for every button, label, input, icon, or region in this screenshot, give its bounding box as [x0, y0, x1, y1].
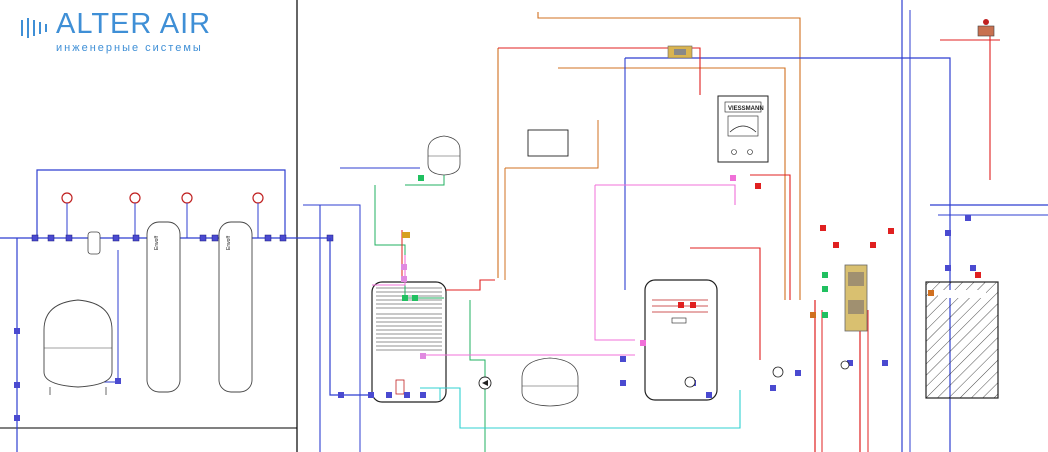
boiler-brand-label: VIESSMANN: [728, 106, 764, 112]
top-pump-group: [667, 45, 693, 59]
water-treatment-section: Erwoff Erwoff: [0, 169, 334, 452]
circulation-pump-3: [772, 366, 784, 378]
heating-return-pipe: [374, 185, 444, 299]
pressure-tank: [43, 299, 113, 395]
expansion-tank-pipe: [16, 330, 20, 421]
indirect-water-heater-2: [644, 279, 718, 401]
top-right-unit: [977, 19, 995, 37]
control-unit: [527, 129, 569, 157]
cold-water-riser: [329, 238, 380, 396]
heat-accumulator: [925, 281, 999, 399]
hot-return-loop-1: [537, 12, 801, 300]
recirculation-pipe: [372, 255, 406, 286]
company-logo: ALTER AIR инженерные системы: [16, 8, 216, 58]
company-tagline: инженерные системы: [56, 42, 203, 54]
boiler-tank-section: [303, 135, 741, 452]
filter-tank-2: [218, 221, 253, 393]
company-name: ALTER AIR: [56, 8, 212, 40]
snowflake-logo-icon: [21, 18, 47, 38]
heater-1-element: [395, 379, 405, 395]
expansion-tank-top: [427, 135, 461, 176]
hot-water-out: [446, 279, 495, 291]
gas-boiler: VIESSMANN: [717, 95, 769, 163]
circulation-pump-2: [684, 376, 696, 388]
heater-1-hatching: [376, 287, 442, 351]
air-separator: [840, 360, 850, 370]
heating-manifold: [844, 264, 868, 332]
filter-tank-2-label: Erwoff: [226, 235, 232, 250]
supply-to-tank: [303, 204, 361, 452]
pressure-gauge-1: [61, 192, 264, 204]
drain-pipe: [420, 387, 741, 429]
expansion-tank-bottom: [521, 357, 579, 407]
boiler-heating-section: VIESSMANN: [497, 0, 1048, 452]
filter-tank-1-label: Erwoff: [154, 235, 160, 250]
mechanical-filter: [87, 231, 101, 255]
filter-tank-1: [146, 221, 181, 393]
cold-water-bypass-pipe: [36, 169, 286, 238]
